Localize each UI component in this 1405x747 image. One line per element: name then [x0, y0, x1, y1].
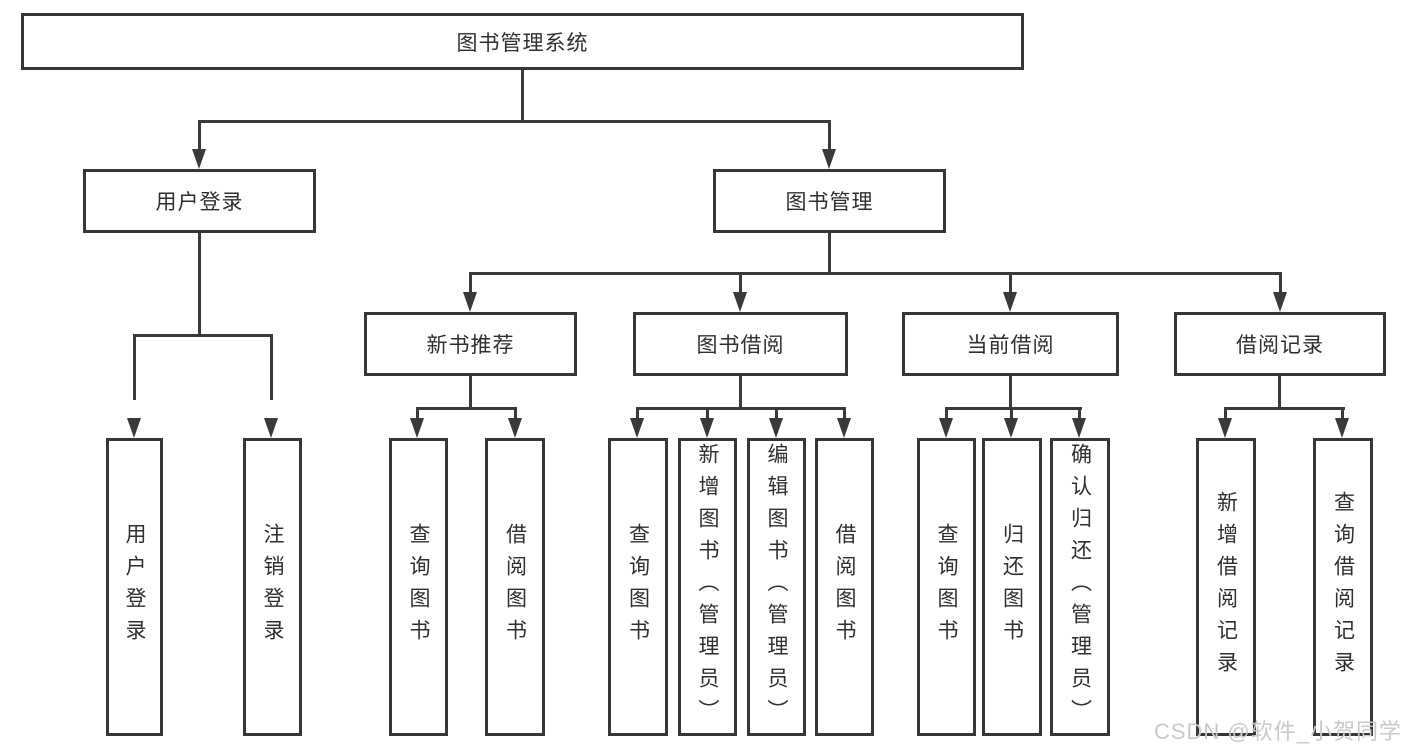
- connector-line: [469, 272, 472, 296]
- leaf-label: 借阅图书: [503, 523, 527, 651]
- leaf-add-borrow-record: 新增借阅记录: [1196, 438, 1256, 736]
- connector-line: [198, 120, 201, 152]
- connector-line: [1009, 272, 1012, 296]
- leaf-add-book-admin: 新增图书（管理员）: [678, 438, 737, 736]
- connector-line: [198, 120, 831, 123]
- leaf-query-book-current: 查询图书: [917, 438, 976, 736]
- arrowhead-icon: [127, 418, 141, 438]
- arrowhead-icon: [837, 418, 851, 438]
- arrowhead-icon: [630, 418, 644, 438]
- leaf-logout: 注销登录: [243, 438, 302, 736]
- connector-line: [270, 334, 273, 400]
- leaf-label: 查询图书: [407, 523, 430, 651]
- arrowhead-icon: [1072, 418, 1086, 438]
- connector-line: [706, 407, 709, 421]
- connector-line: [739, 376, 742, 409]
- node-current-borrowing: 当前借阅: [902, 312, 1119, 376]
- arrowhead-icon: [939, 418, 953, 438]
- leaf-label: 归还图书: [1000, 523, 1024, 651]
- connector-line: [636, 407, 639, 421]
- arrowhead-icon: [1003, 292, 1017, 312]
- connector-line: [739, 272, 742, 296]
- arrowhead-icon: [700, 418, 714, 438]
- connector-line: [945, 407, 948, 421]
- connector-line: [198, 233, 201, 336]
- arrowhead-icon: [508, 418, 522, 438]
- connector-line: [133, 334, 136, 400]
- arrowhead-icon: [410, 418, 424, 438]
- leaf-borrow-book-recommend: 借阅图书: [485, 438, 545, 736]
- csdn-watermark: CSDN @软件_小贺同学: [1153, 719, 1402, 744]
- leaf-label: 注销登录: [261, 523, 284, 651]
- connector-line: [133, 334, 273, 337]
- leaf-query-book-recommend: 查询图书: [389, 438, 448, 736]
- connector-line: [945, 407, 1082, 410]
- connector-line: [1010, 407, 1013, 421]
- connector-line: [828, 233, 831, 274]
- arrowhead-icon: [264, 418, 278, 438]
- arrowhead-icon: [192, 149, 206, 169]
- arrowhead-icon: [769, 418, 783, 438]
- leaf-query-borrow-record: 查询借阅记录: [1313, 438, 1373, 736]
- leaf-label: 查询借阅记录: [1331, 491, 1355, 683]
- connector-line: [1078, 407, 1081, 421]
- connector-line: [469, 272, 1282, 275]
- connector-line: [1278, 376, 1281, 409]
- connector-line: [521, 70, 524, 121]
- leaf-borrow-book: 借阅图书: [815, 438, 874, 736]
- leaf-query-book-borrowing: 查询图书: [608, 438, 668, 736]
- leaf-return-book: 归还图书: [982, 438, 1042, 736]
- leaf-confirm-return-admin: 确认归还（管理员）: [1050, 438, 1110, 736]
- connector-line: [843, 407, 846, 421]
- node-user-login-branch: 用户登录: [83, 169, 316, 233]
- arrowhead-icon: [1273, 292, 1287, 312]
- connector-line: [1279, 272, 1282, 296]
- leaf-edit-book-admin: 编辑图书（管理员）: [747, 438, 806, 736]
- arrowhead-icon: [1218, 418, 1232, 438]
- connector-line: [828, 120, 831, 152]
- arrowhead-icon: [733, 292, 747, 312]
- arrowhead-icon: [822, 149, 836, 169]
- connector-line: [1341, 407, 1344, 421]
- node-root: 图书管理系统: [21, 13, 1024, 70]
- connector-line: [775, 407, 778, 421]
- arrowhead-icon: [1004, 418, 1018, 438]
- node-book-management-branch: 图书管理: [713, 169, 946, 233]
- node-new-book-recommend: 新书推荐: [364, 312, 577, 376]
- leaf-label: 用户登录: [123, 523, 146, 651]
- leaf-label: 查询图书: [935, 523, 958, 651]
- connector-line: [416, 407, 419, 421]
- connector-line: [469, 376, 472, 409]
- node-book-borrowing: 图书借阅: [633, 312, 848, 376]
- leaf-user-login: 用户登录: [106, 438, 163, 736]
- connector-line: [416, 407, 517, 410]
- arrowhead-icon: [463, 292, 477, 312]
- node-borrowing-records: 借阅记录: [1174, 312, 1386, 376]
- connector-line: [1224, 407, 1345, 410]
- leaf-label: 确认归还（管理员）: [1068, 443, 1092, 731]
- leaf-label: 借阅图书: [833, 523, 856, 651]
- leaf-label: 查询图书: [626, 523, 650, 651]
- leaf-label: 新增图书（管理员）: [696, 443, 719, 731]
- leaf-label: 新增借阅记录: [1214, 491, 1238, 683]
- connector-line: [636, 407, 846, 410]
- leaf-label: 编辑图书（管理员）: [765, 443, 788, 731]
- connector-line: [1009, 376, 1012, 409]
- arrowhead-icon: [1335, 418, 1349, 438]
- connector-line: [514, 407, 517, 421]
- connector-line: [1224, 407, 1227, 421]
